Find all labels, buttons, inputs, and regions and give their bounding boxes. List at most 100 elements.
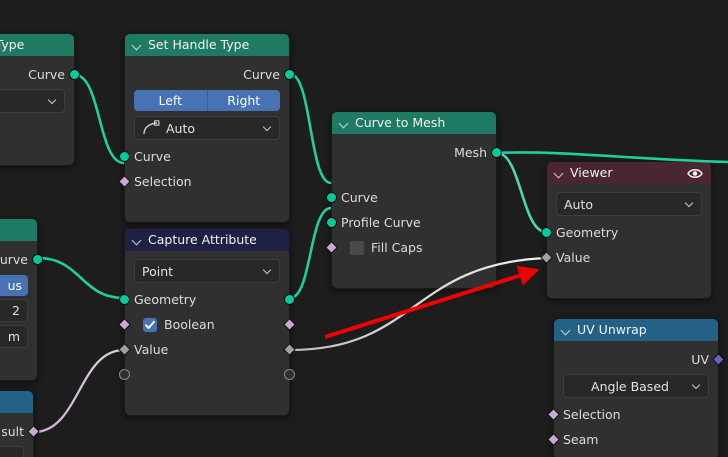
boolean-checkbox[interactable] [143, 317, 157, 332]
node-body: Curve Left Right Auto Curve [118, 56, 295, 222]
dropdown-value: Point [142, 263, 174, 279]
socket-label: Mesh [454, 145, 487, 160]
socket-output-extend[interactable] [284, 369, 295, 380]
socket-output-curve[interactable] [32, 254, 43, 265]
handle-side-toggle-group[interactable]: Left Right [134, 90, 280, 111]
spacer [0, 137, 74, 157]
socket-output-boolean[interactable] [283, 318, 296, 331]
row-boolean: Boolean [118, 312, 296, 337]
socket-output-value[interactable] [283, 343, 296, 356]
node-header[interactable]: Viewer [547, 162, 711, 184]
socket-input-boolean[interactable] [118, 318, 131, 331]
node-body: Point Geometry Boolean Valu [118, 251, 296, 415]
socket-label: Geometry [134, 292, 197, 307]
eye-icon[interactable] [687, 167, 703, 180]
collapse-chevron-icon[interactable] [555, 169, 564, 178]
socket-input-extend[interactable] [119, 369, 130, 380]
socket-output-uv[interactable] [712, 353, 725, 366]
node-body: Mesh Curve Profile Curve Fill Caps [325, 134, 502, 288]
node-uv-unwrap[interactable]: UV Unwrap UV Angle Based Selection Seam [547, 318, 725, 457]
handle-type-dropdown[interactable]: Auto [134, 116, 280, 140]
node-header[interactable]: Capture Attribute [125, 229, 289, 251]
node-capture-attribute[interactable]: Capture Attribute Point Geometry Boolean [118, 228, 296, 416]
spacer [547, 270, 711, 290]
extra-field[interactable]: m [0, 325, 28, 348]
button-right[interactable]: Right [206, 90, 280, 111]
socket-input-seam[interactable] [547, 433, 560, 446]
row-value: Value [118, 337, 296, 362]
socket-input-curve[interactable] [119, 151, 130, 162]
chevron-down-icon [693, 382, 701, 390]
node-header[interactable]: Curve to Mesh [332, 112, 496, 134]
socket-label: Seam [563, 432, 599, 447]
capture-domain-dropdown[interactable]: Point [134, 259, 280, 283]
viewer-domain-dropdown[interactable]: Auto [556, 192, 702, 216]
socket-input-selection[interactable] [547, 408, 560, 421]
chevron-down-icon [49, 97, 57, 105]
check-icon [145, 320, 155, 329]
node-title: Viewer [570, 165, 613, 180]
node-spline-type[interactable]: e Type Curve [0, 33, 80, 166]
node-body: Curve [0, 56, 80, 165]
node-body: UV Angle Based Selection Seam [547, 341, 725, 457]
node-body: Auto Geometry Value [540, 184, 711, 298]
socket-input-profile-curve[interactable] [326, 217, 337, 228]
node-set-handle-type[interactable]: Set Handle Type Curve Left Right Auto [118, 33, 295, 223]
button-left[interactable]: Left [134, 90, 207, 111]
node-title: e Type [0, 37, 25, 52]
socket-input-fill-caps[interactable] [325, 241, 338, 254]
socket-output-curve[interactable] [69, 69, 80, 80]
chevron-down-icon [264, 124, 272, 132]
socket-input-value[interactable] [540, 251, 553, 264]
spline-type-dropdown[interactable] [0, 89, 65, 113]
input-row-fill-caps: Fill Caps [325, 235, 496, 260]
socket-label: Profile Curve [341, 215, 421, 230]
collapse-chevron-icon[interactable] [133, 236, 142, 245]
uv-method-dropdown[interactable]: Angle Based [563, 374, 709, 398]
node-header[interactable] [0, 391, 33, 413]
input-row-selection: Selection [118, 169, 289, 194]
socket-output-curve[interactable] [284, 69, 295, 80]
collapse-chevron-icon[interactable] [340, 119, 349, 128]
button-radius[interactable]: us [0, 275, 28, 296]
collapse-chevron-icon[interactable] [133, 41, 142, 50]
node-curve-primitive[interactable]: urve us 2 m [0, 218, 43, 381]
socket-label: urve [0, 252, 28, 267]
node-header[interactable] [0, 219, 37, 241]
node-math-result[interactable]: sult [0, 390, 40, 457]
node-header[interactable]: e Type [0, 34, 74, 56]
socket-label: Curve [341, 190, 378, 205]
socket-input-value[interactable] [118, 343, 131, 356]
socket-label: Geometry [556, 225, 619, 240]
socket-output-result[interactable] [27, 425, 40, 438]
output-row-curve: Curve [125, 62, 295, 87]
node-title: Set Handle Type [148, 37, 250, 52]
math-operation-dropdown[interactable] [0, 446, 24, 457]
socket-label: Value [556, 250, 591, 265]
node-viewer[interactable]: Viewer Auto Geometry Value [540, 161, 712, 299]
node-header[interactable]: Set Handle Type [125, 34, 289, 56]
node-body: sult [0, 413, 40, 457]
output-row-uv: UV [554, 347, 725, 372]
node-header[interactable]: UV Unwrap [554, 319, 718, 341]
fill-caps-checkbox[interactable] [350, 240, 364, 255]
socket-label: UV [691, 352, 709, 367]
input-row-selection: Selection [547, 402, 718, 427]
collapse-chevron-icon[interactable] [562, 326, 571, 335]
resolution-field[interactable]: 2 [0, 299, 28, 322]
node-title: Curve to Mesh [355, 115, 446, 130]
node-curve-to-mesh[interactable]: Curve to Mesh Mesh Curve Profile Curve F… [325, 111, 502, 289]
dropdown-value: Auto [564, 196, 594, 212]
socket-input-curve[interactable] [326, 192, 337, 203]
socket-output-mesh[interactable] [491, 147, 502, 158]
spacer [332, 260, 496, 280]
spacer [0, 117, 74, 137]
socket-input-geometry[interactable] [541, 227, 552, 238]
socket-input-selection[interactable] [118, 175, 131, 188]
radius-toggle[interactable]: us [0, 275, 28, 296]
socket-input-geometry[interactable] [119, 294, 130, 305]
field-value: 2 [12, 303, 20, 318]
input-row-curve: Curve [326, 185, 496, 210]
socket-output-geometry[interactable] [284, 294, 295, 305]
